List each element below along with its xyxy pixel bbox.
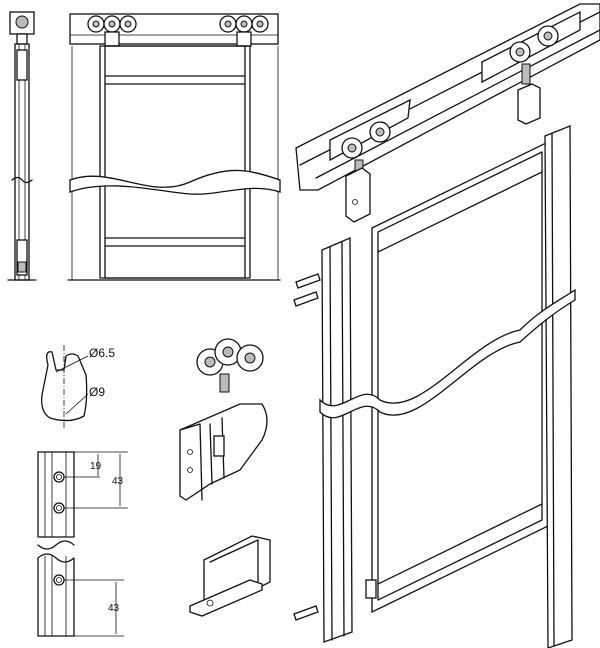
roller-left [87, 15, 137, 47]
bracket-detail [179, 403, 268, 501]
dim-bottom-offset: 43 [108, 603, 120, 614]
roller-right [219, 15, 269, 47]
front-view [67, 13, 281, 281]
dim-hole-spacing: 43 [112, 476, 124, 487]
roller-detail [196, 338, 264, 393]
iso-roller-1 [341, 121, 391, 223]
isometric-track [295, 3, 600, 223]
hole-spacing-detail: 19 43 43 [37, 451, 128, 637]
bottom-guide-detail [189, 535, 271, 617]
isometric-door [319, 125, 576, 648]
side-view [7, 11, 37, 281]
hole-large-label: Ø9 [89, 385, 105, 399]
iso-roller-2 [509, 25, 559, 125]
screws [293, 273, 321, 621]
hole-small-label: Ø6.5 [89, 346, 115, 360]
profile-section-detail: Ø6.5 Ø9 [41, 345, 115, 428]
dim-top-offset: 19 [90, 461, 102, 472]
